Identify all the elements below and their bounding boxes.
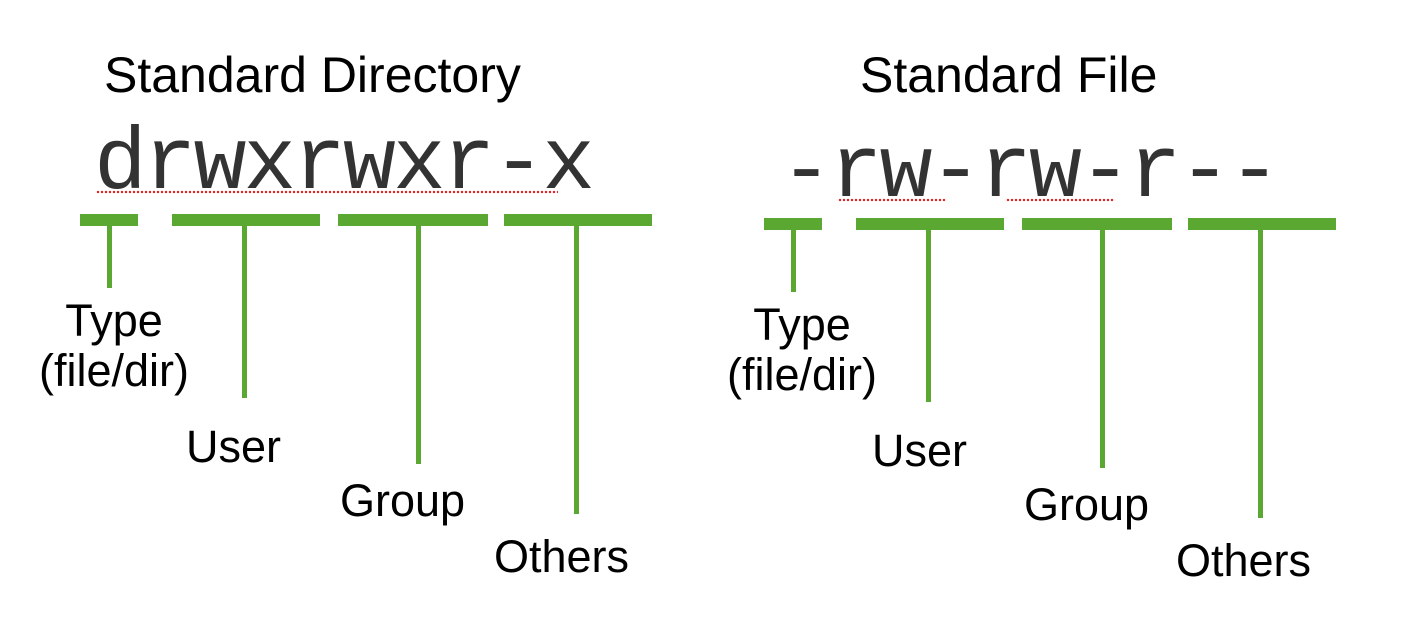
user-label: User [186, 421, 282, 472]
type-label-line: Type [65, 295, 163, 346]
type-label-line: Type [753, 299, 851, 350]
group-connector [1100, 230, 1105, 468]
group-label: Group [1024, 479, 1150, 530]
type-connector [791, 230, 796, 292]
type-label-line: (file/dir) [726, 349, 877, 400]
type-connector [107, 226, 112, 288]
group-bracket [1022, 218, 1172, 230]
user-bracket [856, 218, 1004, 230]
group-bracket [338, 214, 488, 226]
type-bracket [80, 214, 138, 226]
others-bracket [1188, 218, 1336, 230]
user-connector [926, 230, 931, 402]
permission-string: drwxrwxr-x [94, 116, 595, 215]
user-label: User [872, 425, 968, 476]
type-label: Type (file/dir) [702, 300, 902, 400]
user-bracket [172, 214, 320, 226]
standard-file-diagram: Standard File -rw-rw-r-- Type (file/dir)… [708, 0, 1416, 630]
group-connector [416, 226, 421, 464]
others-connector [1258, 230, 1263, 518]
diagram-title: Standard Directory [104, 47, 521, 103]
type-label: Type (file/dir) [14, 296, 214, 396]
permission-string: -rw-rw-r-- [780, 124, 1281, 223]
diagram-title: Standard File [860, 47, 1158, 103]
user-connector [242, 226, 247, 398]
type-label-line: (file/dir) [38, 345, 189, 396]
others-label: Others [494, 531, 630, 582]
others-bracket [504, 214, 652, 226]
type-bracket [764, 218, 822, 230]
standard-directory-diagram: Standard Directory drwxrwxr-x Type (file… [14, 47, 652, 582]
group-label: Group [340, 475, 466, 526]
others-connector [574, 226, 579, 514]
others-label: Others [1176, 535, 1312, 586]
